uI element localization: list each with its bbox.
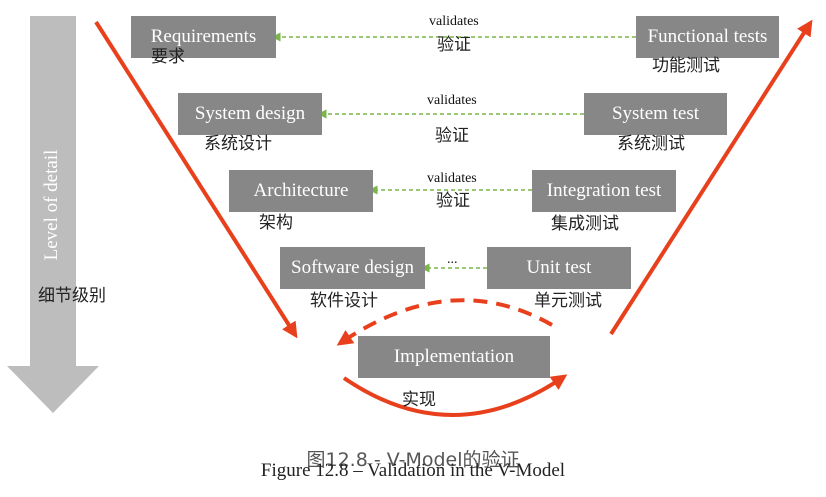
iteration-arc-bottom: [342, 374, 568, 417]
software-design-label-zh: 软件设计: [310, 291, 378, 311]
requirements-label-zh: 要求: [151, 47, 185, 67]
architecture-box: Architecture: [229, 170, 373, 212]
architecture-label-zh: 架构: [259, 213, 293, 233]
unit-test-box: Unit test: [487, 247, 631, 289]
system-test-label-zh: 系统测试: [617, 134, 685, 154]
level-of-detail-arrow: [7, 16, 99, 413]
system-design-box: System design: [178, 93, 322, 135]
descend-arrow: [94, 20, 298, 339]
validates-label-zh-3: 验证: [436, 191, 470, 211]
integration-test-box: Integration test: [532, 170, 676, 212]
validates-label-1: validates: [429, 14, 479, 29]
ascend-arrow: [609, 19, 813, 336]
caption-en: Figure 12.8 – Validation in the V-Model: [260, 460, 566, 481]
integration-test-label-zh: 集成测试: [551, 214, 619, 234]
software-design-box: Software design: [280, 247, 425, 289]
validates-label-zh-2: 验证: [435, 126, 469, 146]
link-ellipsis: ...: [447, 252, 458, 267]
validates-label-3: validates: [427, 171, 477, 186]
unit-test-label-zh: 单元测试: [534, 291, 602, 311]
validates-label-zh-1: 验证: [437, 35, 471, 55]
system-test-box: System test: [584, 93, 727, 135]
implementation-label-zh: 实现: [402, 390, 436, 410]
level-of-detail-label-zh: 细节级别: [38, 286, 106, 306]
level-of-detail-label: Level of detail: [41, 149, 62, 261]
functional-tests-label-zh: 功能测试: [652, 56, 720, 76]
implementation-box: Implementation: [358, 336, 550, 378]
validates-label-2: validates: [427, 93, 477, 108]
system-design-label-zh: 系统设计: [204, 134, 272, 154]
functional-tests-box: Functional tests: [636, 16, 779, 58]
iteration-arc-top: [336, 298, 553, 346]
requirements-box: Requirements: [131, 16, 276, 58]
caption-zh: 图12.8 - V-Model的验证: [306, 449, 520, 471]
